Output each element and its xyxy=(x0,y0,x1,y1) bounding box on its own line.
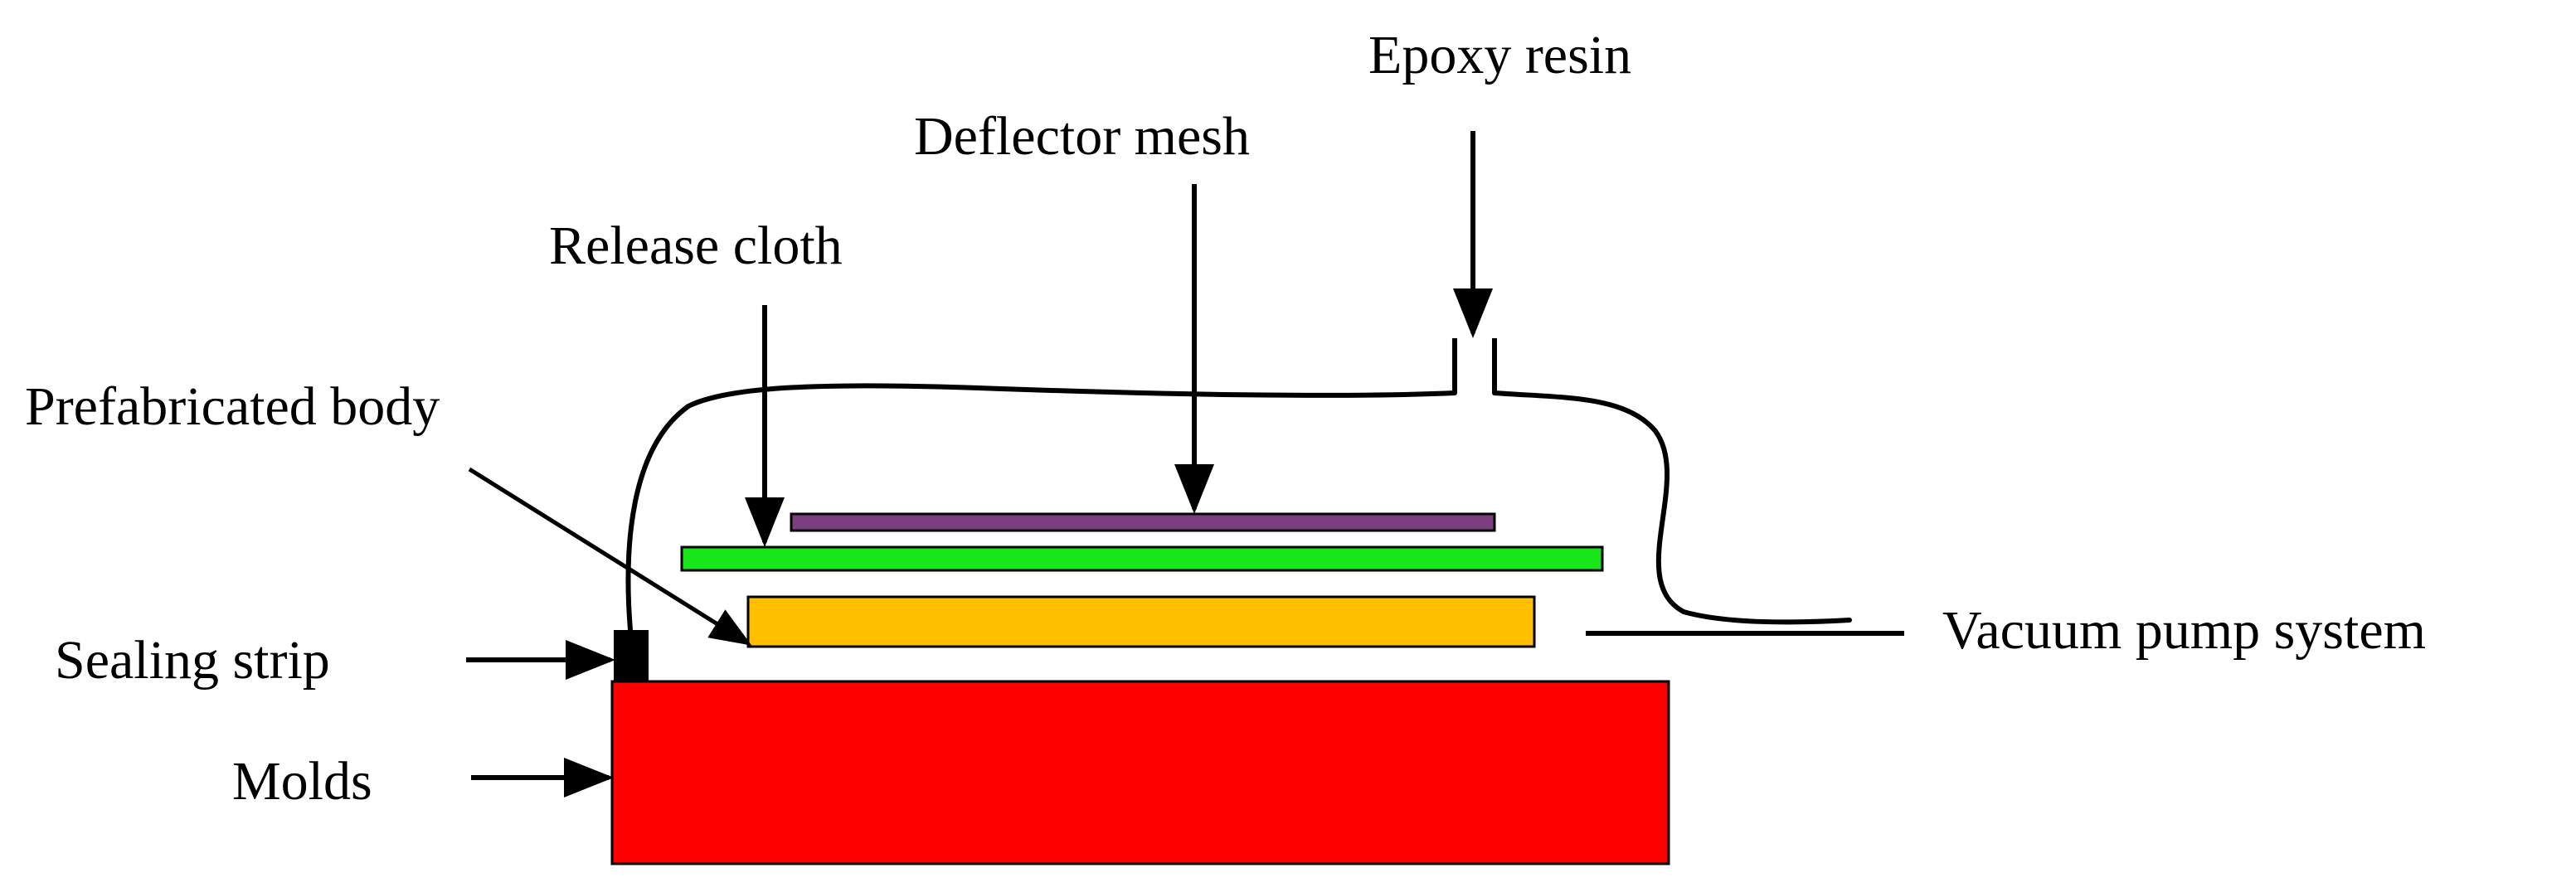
vacuum-pump-system-label: Vacuum pump system xyxy=(1942,600,2426,661)
epoxy-resin-label: Epoxy resin xyxy=(1368,25,1631,85)
sealing-strip-block xyxy=(614,630,649,681)
prefabricated-body-label: Prefabricated body xyxy=(25,376,440,437)
release-cloth-label: Release cloth xyxy=(549,216,843,276)
vacuum-bag-film xyxy=(625,383,1852,633)
molds-label: Molds xyxy=(232,751,372,812)
prefabricated-body-layer xyxy=(746,595,1536,648)
prefabricated-body-arrow xyxy=(468,467,752,646)
resin-inlet-port xyxy=(1452,338,1497,393)
release-cloth-layer xyxy=(680,545,1604,572)
deflector-mesh-label: Deflector mesh xyxy=(914,106,1250,167)
sealing-strip-label: Sealing strip xyxy=(55,630,330,691)
deflector-mesh-layer xyxy=(790,512,1496,532)
mold-block xyxy=(610,680,1670,865)
